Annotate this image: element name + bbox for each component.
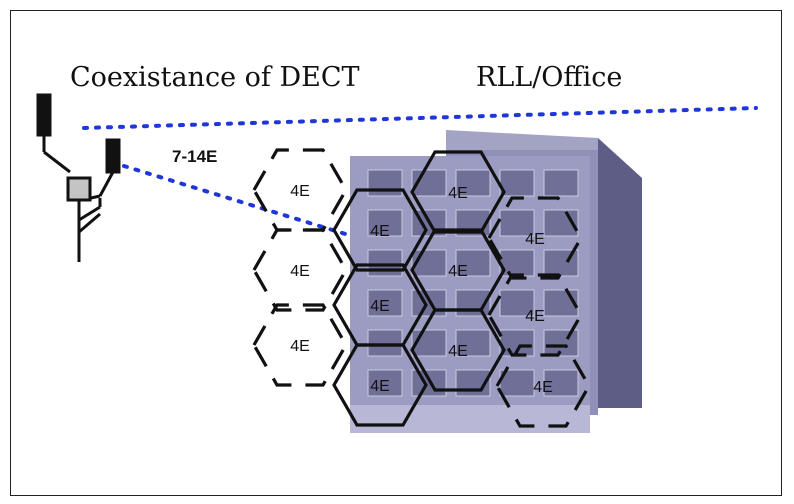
- office-building: [350, 130, 642, 433]
- building-window: [499, 289, 535, 317]
- building-window: [411, 289, 447, 317]
- cell-label: 4E: [370, 298, 390, 315]
- building-window: [455, 249, 491, 277]
- building-window: [499, 209, 535, 237]
- building-window: [411, 369, 447, 397]
- title-right: RLL/Office: [476, 62, 623, 93]
- cell-hexagon: [252, 303, 348, 387]
- cell-label: 4E: [370, 223, 390, 240]
- building-window: [367, 369, 403, 397]
- cell-label: 4E: [290, 263, 310, 280]
- building-window: [367, 329, 403, 357]
- building-windows: [367, 169, 579, 397]
- cell-label: 4E: [448, 263, 468, 280]
- cell-label: 4E: [290, 183, 310, 200]
- cell-label: 4E: [525, 308, 545, 325]
- cell-label: 4E: [525, 231, 545, 248]
- title-left: Coexistance of DECT: [70, 62, 360, 93]
- cell-hexagon: [332, 188, 428, 272]
- building-side-face: [598, 138, 642, 408]
- building-window: [455, 169, 491, 197]
- cell-hexagon: [332, 343, 428, 427]
- building-window: [543, 369, 579, 397]
- link-dotted-far: [82, 106, 758, 130]
- cell-hexagon: [495, 344, 591, 428]
- building-window: [543, 169, 579, 197]
- cell-label: 4E: [370, 378, 390, 395]
- cell-label: 4E: [448, 343, 468, 360]
- link-label: 7-14E: [172, 147, 217, 166]
- base-station-icon: [36, 93, 121, 262]
- cell-hexagon: [410, 308, 506, 392]
- building-window: [367, 169, 403, 197]
- building-window: [367, 249, 403, 277]
- building-window: [543, 249, 579, 277]
- link-dotted-office: [122, 164, 354, 238]
- building-window: [499, 249, 535, 277]
- building-front-base: [350, 405, 590, 433]
- building-window: [367, 289, 403, 317]
- cell-grid: 4E 4E 4E 4E 4E 4E 4E 4E 4E 4E 4E 4E: [252, 148, 591, 428]
- antenna-right: [105, 138, 121, 174]
- antenna-left: [36, 93, 52, 137]
- cell-label: 4E: [448, 185, 468, 202]
- cell-label: 4E: [290, 338, 310, 355]
- cell-hexagon: [487, 273, 583, 357]
- building-window: [367, 209, 403, 237]
- cell-hexagon: [252, 228, 348, 312]
- base-station-unit: [66, 176, 92, 202]
- cell-label: 4E: [533, 379, 553, 396]
- building-window: [455, 329, 491, 357]
